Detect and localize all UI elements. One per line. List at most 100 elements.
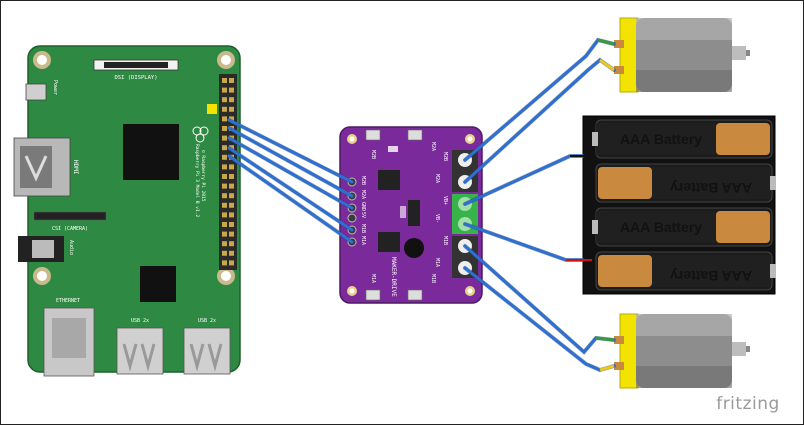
driver-pin-label: GND [360,202,366,211]
csi-connector [33,211,107,221]
fritzing-logo: fritzing [716,394,780,414]
gpio-pin [222,222,227,227]
gpio-pin [222,174,227,179]
battery-cell-4: AAA Battery [595,251,776,291]
gpio-pin [229,202,234,208]
gpio-pin [229,164,234,170]
driver-terminal-label: M2A [434,174,440,183]
terminal-block-m1 [452,236,478,278]
gpio-pin [222,154,227,160]
gpio-pin [222,202,227,208]
gpio-pin [229,116,234,122]
terminal-block-m2 [452,150,478,192]
driver-terminal-label: M1A [434,258,440,267]
gpio-marker [207,104,217,114]
gpio-pin [229,174,234,179]
driver-pin-label: 5V [360,212,366,218]
gpio-pin [229,183,234,189]
usb-controller-chip [140,266,176,302]
model-line1: Raspberry Pi 3 Model B v1.2 [194,144,200,217]
usb-port-right [183,327,231,375]
csi-label: CSI (CAMERA) [52,226,88,232]
dc-motor-bottom [614,313,750,389]
gpio-pin [229,231,234,237]
gpio-pin [229,212,234,218]
battery-pack: AAA Battery AAA Battery AAA Battery AAA … [582,115,776,295]
gpio-pin [222,183,227,189]
driver-top-label: M2A [430,142,436,151]
driver-pin-label: M2A [360,190,366,199]
driver-header-pin [347,213,357,223]
gpio-pin [222,106,227,112]
gpio-pin [222,260,227,266]
battery-cell-3: AAA Battery [592,207,773,247]
battery-label-4: AAA Battery [670,268,752,284]
gpio-pin [229,106,234,112]
gpio-pin [229,250,234,256]
capacitor [404,238,424,258]
gpio-pin [222,87,227,93]
gpio-pin [222,231,227,237]
gpio-pin [229,260,234,266]
test-button-bottom-right [407,289,423,301]
dsi-label: DSI (DISPLAY) [114,75,157,81]
driver-terminal-label: VB+ [442,196,448,205]
driver-right-labels: M2B M2A VB+ VB- M1B M1A [434,152,448,267]
gpio-pin [222,126,227,131]
gpio-header [219,74,237,270]
power-label: Power [52,80,58,95]
hdmi-label: HDMI [72,160,79,175]
driver-title: MAKER-DRIVE [390,257,397,297]
test-button-bottom-left [365,289,381,301]
ethernet-label: ETHERNET [56,298,80,304]
raspberry-logo-icon [192,126,209,143]
motor-top-lead-yellow [599,58,615,72]
gpio-pin [222,78,227,83]
model-line2: © Raspberry Pi 2015 [200,150,206,202]
usb-right-label: USB 2x [198,318,216,324]
driver-terminal-label: M2B [442,152,448,161]
usb-left-label: USB 2x [131,318,149,324]
battery-label-1: AAA Battery [620,131,702,147]
gpio-pin [229,87,234,93]
driver-pin-label: M1B [360,224,366,233]
motor-bottom-lead-green [595,336,615,342]
gpio-pin [229,222,234,227]
battery-cell-2: AAA Battery [595,163,776,203]
mount-holes [33,51,235,285]
usb-port-left [116,327,164,375]
gpio-pin [222,241,227,247]
driver-mini-label-top: M2B [370,150,376,159]
gpio-pin [229,97,234,103]
gpio-pin [222,145,227,151]
gpio-pin [222,116,227,122]
raspberry-pi-board: DSI (DISPLAY) Power HDMI Raspberry Pi 3 … [13,45,241,377]
soc-chip [123,124,179,180]
wire-gpio-2 [227,126,354,198]
driver-terminal-label: M1B [442,236,448,245]
driver-pin-label: M2B [360,176,366,185]
gpio-pin [222,97,227,103]
test-button-top-right [407,129,423,141]
audio-label: Audio [68,240,74,255]
driver-bottom-label: M1B [430,274,436,283]
gpio-pin [229,78,234,83]
battery-label-3: AAA Battery [620,219,702,235]
motor-top-lead-green [597,38,615,46]
driver-chip-upper [378,170,400,190]
gpio-pin [222,164,227,170]
gpio-pin [222,212,227,218]
gpio-pin [229,241,234,247]
driver-terminal-label: VB- [434,214,440,223]
wire-gpio-3 [227,136,354,210]
regulator-chip [408,200,420,226]
wire-gpio-5 [227,154,354,244]
battery-label-2: AAA Battery [670,180,752,196]
gpio-pin [222,250,227,256]
wires [227,37,616,373]
test-button-top-left [365,129,381,141]
